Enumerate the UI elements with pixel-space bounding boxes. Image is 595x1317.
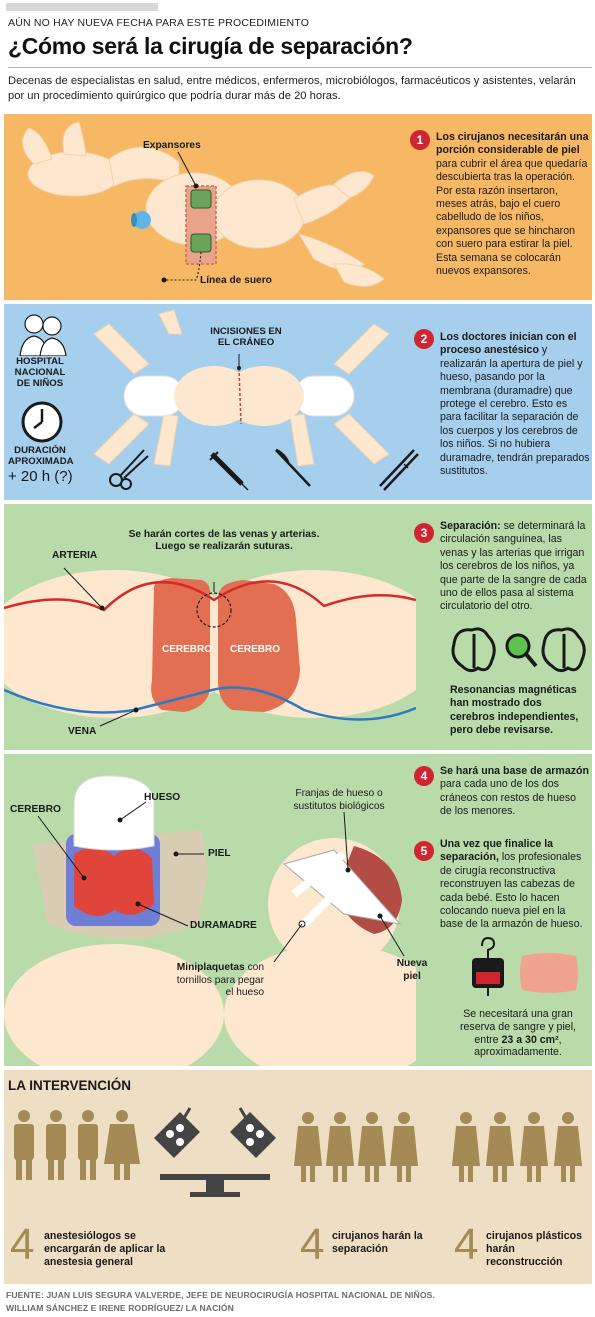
group-1-count: 4 xyxy=(10,1220,35,1269)
step-4-badge: 4 xyxy=(414,766,434,786)
expander-bottom-icon xyxy=(190,233,212,253)
hueso-label: HUESO xyxy=(144,792,181,803)
step-4-text: Se hará una base de armazón para cada un… xyxy=(440,765,589,818)
expander-top-icon xyxy=(190,189,212,209)
step-5-text: Una vez que finalice la separación, los … xyxy=(440,838,583,931)
group-2-text: cirujanos harán la separación xyxy=(332,1230,423,1255)
step-1-badge: 1 xyxy=(410,130,430,150)
skull-layers-illustration xyxy=(4,775,416,1066)
scalpel-icon xyxy=(275,448,311,487)
group-1-text: anestesiólogos se encargarán de aplicar … xyxy=(44,1230,166,1268)
bone-layer xyxy=(73,775,155,851)
step-1-panel: Expansores Línea de suero 1 Los cirujano… xyxy=(4,114,592,300)
arteria-label: ARTERIA xyxy=(52,550,98,561)
piel-label: PIEL xyxy=(208,848,231,859)
duration-label: DURACIÓN APROXIMADA xyxy=(8,445,74,467)
step-4-5-panel: HUESO CEREBRO PIEL DURAMADRE Franjas de … xyxy=(4,754,592,1066)
source-credit: FUENTE: JUAN LUIS SEGURA VALVERDE, JEFE … xyxy=(6,1290,435,1313)
reserve-text: Se necesitará una gran reserva de sangre… xyxy=(459,1008,576,1059)
kicker: AÚN NO HAY NUEVA FECHA PARA ESTE PROCEDI… xyxy=(8,17,310,29)
group-2-count: 4 xyxy=(300,1220,325,1269)
brain-icon-left xyxy=(451,627,496,673)
brain-circulation-illustration xyxy=(4,567,416,727)
brain-right xyxy=(218,580,300,712)
resonance-text: Resonancias magnéticas han mostrado dos … xyxy=(450,684,579,737)
brain-scan-icons xyxy=(451,627,586,673)
surgical-lamp-right-icon xyxy=(230,1107,276,1158)
step-3-panel: Se harán cortes de las venas y arterias.… xyxy=(4,504,592,750)
operating-table-icon xyxy=(160,1174,270,1197)
title-divider xyxy=(8,67,592,68)
intro-text: Decenas de especialistas en salud, entre… xyxy=(8,75,576,102)
cuts-label: Se harán cortes de las venas y arterias.… xyxy=(128,529,320,552)
skin-patch-icon xyxy=(520,953,578,993)
step-2-badge: 2 xyxy=(414,329,434,349)
cerebro-right-label: CEREBRO xyxy=(230,644,281,655)
clock-icon xyxy=(21,401,63,443)
intervention-panel: 4 anestesiólogos se encargarán de aplica… xyxy=(4,1070,592,1284)
nueva-piel-label: Nueva piel xyxy=(396,958,428,982)
forceps-icon xyxy=(379,449,419,491)
syringe-icon xyxy=(209,451,249,491)
surgical-lights-table-icon xyxy=(154,1107,276,1197)
duration-value: + 20 h (?) xyxy=(8,468,73,485)
step-3-text: Separación: se determinará la circulació… xyxy=(440,520,587,613)
brain-icon-right xyxy=(541,627,586,673)
intervention-title: LA INTERVENCIÓN xyxy=(8,1078,132,1093)
doctors-icon xyxy=(19,314,67,356)
step-1-text: Los cirujanos necesitarán una porción co… xyxy=(436,131,589,278)
brain-left xyxy=(151,578,211,712)
artery-line xyxy=(4,580,416,612)
hospital-label: HOSPITAL NACIONAL DE NIÑOS xyxy=(14,356,66,389)
miniplaquetas-label: Miniplaquetas con tornillos para pegar e… xyxy=(176,962,264,998)
step-2-panel: HOSPITAL NACIONAL DE NIÑOS DURACIÓN APRO… xyxy=(4,304,592,500)
anesthesiologists-icons xyxy=(14,1110,140,1180)
page-title: ¿Cómo será la cirugía de separación? xyxy=(8,33,413,59)
step-2-text: Los doctores inician con el proceso anes… xyxy=(440,331,590,478)
group-3-count: 4 xyxy=(454,1220,479,1269)
scissors-icon xyxy=(109,449,149,490)
babies-expanders-illustration xyxy=(22,121,385,287)
pacifier-icon xyxy=(133,211,151,229)
cerebro-label: CEREBRO xyxy=(10,804,61,815)
franjas-label: Franjas de hueso o sustitutos biológicos xyxy=(293,788,385,812)
vein-line xyxy=(4,686,416,721)
incisions-label: INCISIONES EN EL CRÁNEO xyxy=(210,326,282,348)
surgeons-separation-icons xyxy=(294,1112,418,1182)
surgical-lamp-left-icon xyxy=(154,1107,200,1158)
label-linea-suero: Línea de suero xyxy=(200,275,272,286)
group-3-text: cirujanos plásticos harán reconstrucción xyxy=(486,1230,582,1268)
top-grey-bar xyxy=(6,3,158,11)
babies-incision-illustration xyxy=(93,309,390,467)
vena-label: VENA xyxy=(68,726,97,737)
label-expansores: Expansores xyxy=(143,140,201,151)
step-5-badge: 5 xyxy=(414,841,434,861)
blood-bag-icon xyxy=(472,936,504,996)
plastic-surgeons-icons xyxy=(452,1112,582,1182)
cerebro-left-label: CEREBRO xyxy=(162,644,213,655)
step-3-badge: 3 xyxy=(414,523,434,543)
brain-layer xyxy=(74,847,154,917)
magnifier-icon xyxy=(505,633,538,668)
duramadre-label: DURAMADRE xyxy=(190,920,257,931)
